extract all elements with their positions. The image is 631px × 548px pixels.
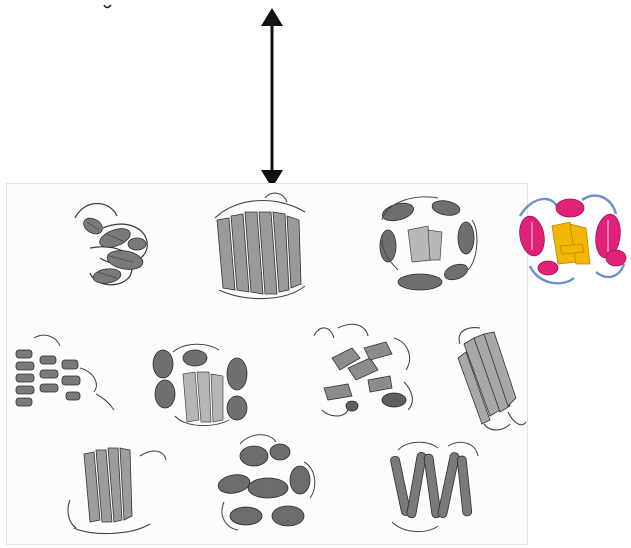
structure-r2c1	[10, 328, 120, 428]
structure-r3c1	[60, 440, 170, 540]
structure-r2c3	[308, 318, 423, 426]
structure-r1c4-highlight	[512, 186, 630, 294]
structure-r3c2	[210, 432, 325, 540]
structure-r2c4	[450, 324, 530, 436]
structure-r2c2	[145, 336, 260, 431]
structure-r1c3	[368, 190, 488, 300]
structure-r1c1	[55, 188, 165, 298]
structure-r1c2	[205, 190, 315, 305]
cropped-caption-glyph	[103, 4, 112, 10]
structure-r3c3	[378, 436, 493, 541]
double-arrow-icon	[254, 8, 290, 188]
